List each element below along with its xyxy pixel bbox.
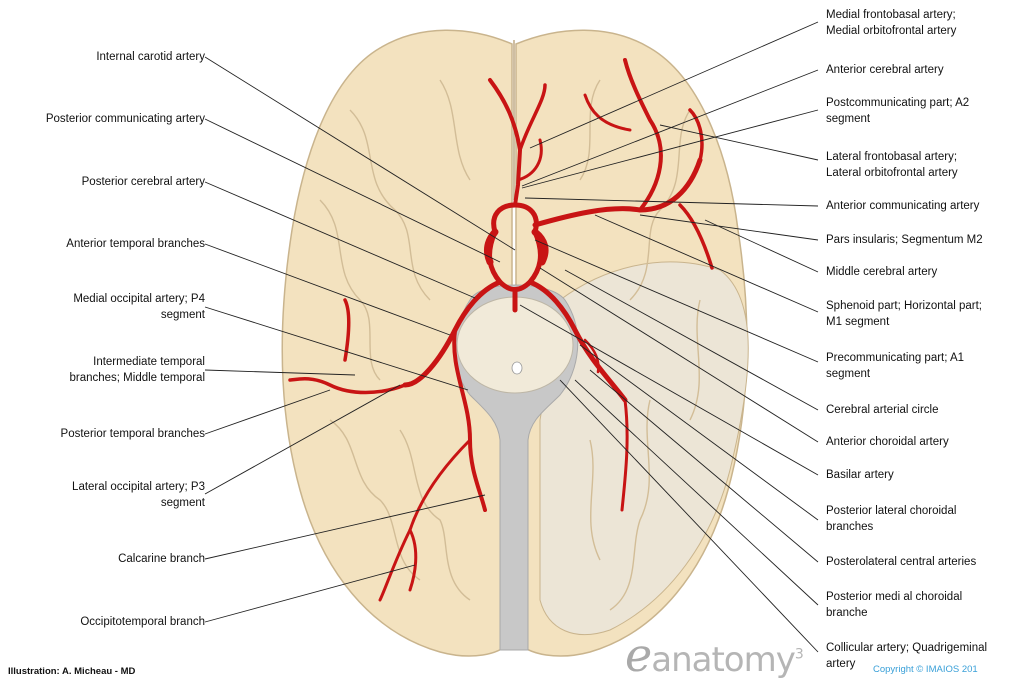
label-calcarine-branch: Calcarine branch bbox=[118, 551, 205, 567]
logo-e: e bbox=[625, 628, 651, 682]
label-line: Medial occipital artery; P4 bbox=[73, 291, 205, 307]
label-internal-carotid-artery: Internal carotid artery bbox=[96, 49, 205, 65]
label-line: segment bbox=[73, 307, 205, 323]
label-line: Lateral orbitofrontal artery bbox=[826, 165, 958, 181]
label-line: Postcommunicating part; A2 bbox=[826, 95, 969, 111]
label-cerebral-arterial-circle: Cerebral arterial circle bbox=[826, 402, 938, 418]
label-anterior-cerebral-artery: Anterior cerebral artery bbox=[826, 62, 944, 78]
label-line: segment bbox=[826, 366, 964, 382]
label-line: branche bbox=[826, 605, 962, 621]
label-sphenoid-part: Sphenoid part; Horizontal part; M1 segme… bbox=[826, 298, 982, 330]
cerebral-aqueduct bbox=[512, 362, 522, 374]
label-line: segment bbox=[72, 495, 205, 511]
label-posterior-communicating-artery: Posterior communicating artery bbox=[46, 111, 205, 127]
label-line: segment bbox=[826, 111, 969, 127]
label-basilar-artery: Basilar artery bbox=[826, 467, 894, 483]
label-line: branches; Middle temporal bbox=[69, 370, 205, 386]
e-anatomy-logo: eanatomy3 bbox=[625, 628, 803, 682]
label-lateral-frontobasal-artery: Lateral frontobasal artery; Lateral orbi… bbox=[826, 149, 958, 181]
label-medial-frontobasal-artery: Medial frontobasal artery; Medial orbito… bbox=[826, 7, 956, 39]
label-occipitotemporal-branch: Occipitotemporal branch bbox=[80, 614, 205, 630]
logo-mark: 3 bbox=[795, 647, 803, 663]
label-line: Lateral frontobasal artery; bbox=[826, 149, 958, 165]
label-line: Precommunicating part; A1 bbox=[826, 350, 964, 366]
label-precommunicating-part: Precommunicating part; A1 segment bbox=[826, 350, 964, 382]
label-line: Sphenoid part; Horizontal part; bbox=[826, 298, 982, 314]
label-anterior-choroidal-artery: Anterior choroidal artery bbox=[826, 434, 949, 450]
label-anterior-communicating-artery: Anterior communicating artery bbox=[826, 198, 979, 214]
label-pars-insularis: Pars insularis; Segmentum M2 bbox=[826, 232, 983, 248]
label-posterior-lateral-choroidal-branches: Posterior lateral choroidal branches bbox=[826, 503, 956, 535]
label-posterior-temporal-branches: Posterior temporal branches bbox=[61, 426, 205, 442]
label-line: branches bbox=[826, 519, 956, 535]
label-intermediate-temporal-branches: Intermediate temporal branches; Middle t… bbox=[69, 354, 205, 386]
label-postcommunicating-part: Postcommunicating part; A2 segment bbox=[826, 95, 969, 127]
label-lateral-occipital-artery: Lateral occipital artery; P3 segment bbox=[72, 479, 205, 511]
label-posterolateral-central-arteries: Posterolateral central arteries bbox=[826, 554, 976, 570]
label-line: Intermediate temporal bbox=[69, 354, 205, 370]
label-line: Medial frontobasal artery; bbox=[826, 7, 956, 23]
label-line: Medial orbitofrontal artery bbox=[826, 23, 956, 39]
label-line: Lateral occipital artery; P3 bbox=[72, 479, 205, 495]
illustration-credit: Illustration: A. Micheau - MD bbox=[8, 666, 135, 677]
logo-text: anatomy bbox=[651, 640, 795, 680]
label-line: Posterior lateral choroidal bbox=[826, 503, 956, 519]
label-posterior-cerebral-artery: Posterior cerebral artery bbox=[82, 174, 205, 190]
label-medial-occipital-artery: Medial occipital artery; P4 segment bbox=[73, 291, 205, 323]
label-line: Posterior medi al choroidal bbox=[826, 589, 962, 605]
label-line: Collicular artery; Quadrigeminal bbox=[826, 640, 987, 656]
label-line: M1 segment bbox=[826, 314, 982, 330]
label-middle-cerebral-artery: Middle cerebral artery bbox=[826, 264, 937, 280]
label-posterior-medial-choroidal-branche: Posterior medi al choroidal branche bbox=[826, 589, 962, 621]
label-anterior-temporal-branches: Anterior temporal branches bbox=[66, 236, 205, 252]
copyright-notice: Copyright © IMAIOS 201 bbox=[873, 664, 978, 675]
